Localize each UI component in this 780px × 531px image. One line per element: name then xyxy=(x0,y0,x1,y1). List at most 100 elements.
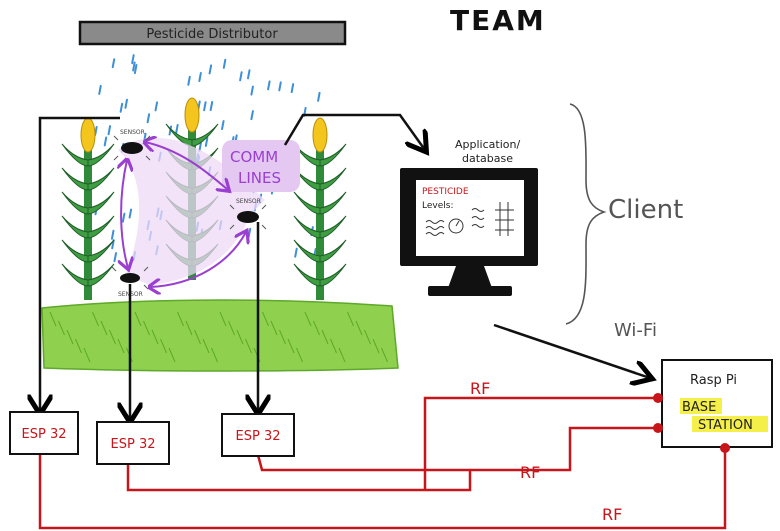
rain-drop xyxy=(187,75,191,86)
rain-drop xyxy=(250,85,254,96)
rain-drop xyxy=(239,71,243,82)
grass-stroke xyxy=(194,329,201,345)
grass-stroke xyxy=(262,311,269,327)
grass-stroke xyxy=(304,311,312,327)
sensor-1-label: SENSOR xyxy=(120,129,145,136)
rain-drop xyxy=(267,80,271,91)
grass-field xyxy=(41,299,399,372)
grass-stroke xyxy=(134,311,142,327)
rain-drop xyxy=(208,64,213,75)
rain-drop xyxy=(221,120,225,131)
grass-stroke xyxy=(75,338,82,354)
rain-drop xyxy=(247,227,252,238)
rain-drop xyxy=(222,58,227,69)
grass-stroke xyxy=(160,338,167,354)
rain-drop xyxy=(133,64,138,75)
rain-drop xyxy=(113,252,118,263)
sensor-2-label: SENSOR xyxy=(236,198,261,205)
grass-stroke xyxy=(347,311,354,327)
grass-stroke xyxy=(381,347,388,363)
esp32-node-1: ESP 32 xyxy=(9,411,79,455)
rain-drop xyxy=(110,229,115,240)
grass-stroke xyxy=(296,347,303,363)
rain-drop xyxy=(290,83,295,94)
rain-drop xyxy=(204,136,209,147)
grass-stroke xyxy=(83,347,91,363)
esp32-node-3-label: ESP 32 xyxy=(236,429,281,444)
grass-stroke xyxy=(270,320,278,336)
field-to-app-arrow xyxy=(283,113,425,150)
esp32-node-2: ESP 32 xyxy=(96,421,170,465)
app-label-1: Application/ xyxy=(455,138,520,151)
grass-stroke xyxy=(66,329,74,345)
rain-drop xyxy=(175,124,179,135)
base-station: Rasp Pi BASE STATION xyxy=(661,359,773,448)
grass-stroke xyxy=(338,347,346,363)
rain-drop xyxy=(154,101,159,112)
grass-stroke xyxy=(177,311,184,327)
rf-links xyxy=(38,396,727,530)
app-label-2: database xyxy=(462,152,513,165)
esp32-node-1-label: ESP 32 xyxy=(22,427,67,442)
grass-stroke xyxy=(49,311,57,327)
corn-plant xyxy=(61,117,115,300)
grass-stroke xyxy=(355,320,363,336)
distributor-label: Pesticide Distributor xyxy=(146,27,278,42)
grass-stroke xyxy=(364,329,371,345)
grass-stroke xyxy=(211,347,218,363)
rain-drop xyxy=(124,98,128,109)
rain-drop xyxy=(203,101,207,112)
rain-drop xyxy=(198,141,202,152)
comm-lines-label-1: COMM xyxy=(230,148,278,166)
rain-drop xyxy=(111,239,115,250)
grass-stroke xyxy=(287,338,295,354)
rain-drop xyxy=(98,84,102,95)
wifi-arrow xyxy=(493,323,650,378)
rf-endpoints xyxy=(653,393,730,453)
base-station-line-2: BASE xyxy=(682,400,716,415)
grass-stroke xyxy=(219,311,227,327)
base-station-line-1: Rasp Pi xyxy=(690,373,737,388)
rain-drop xyxy=(107,125,112,136)
grass-stroke xyxy=(313,320,320,336)
rain-drop xyxy=(128,208,133,219)
comm-lines-label-2: LINES xyxy=(238,169,281,187)
sensor-2: SENSOR xyxy=(229,198,267,230)
base-station-line-3: STATION xyxy=(698,418,753,433)
grass-stroke xyxy=(100,320,108,336)
rain-drop xyxy=(111,58,116,69)
grass-stroke xyxy=(143,320,150,336)
monitor-squiggle-icon xyxy=(425,220,445,236)
pesticide-distributor: Pesticide Distributor xyxy=(78,20,347,46)
rain-drop xyxy=(146,113,151,124)
comm-lines-network: COMM LINES xyxy=(118,138,300,287)
grass-stroke xyxy=(330,338,337,354)
wifi-label: Wi-Fi xyxy=(614,320,657,341)
grass-stroke xyxy=(151,329,159,345)
grass-stroke xyxy=(92,311,99,327)
corn-plant xyxy=(293,117,347,300)
rain-drop xyxy=(250,110,254,121)
rain-drop xyxy=(119,102,124,113)
client-label: Client xyxy=(608,195,683,225)
grass-stroke xyxy=(279,329,286,345)
rain-drop xyxy=(121,212,126,223)
rain-drop xyxy=(294,247,298,258)
client-brace xyxy=(565,103,607,325)
grass-stroke xyxy=(228,320,235,336)
rf-label-3: RF xyxy=(602,505,622,524)
grass-stroke xyxy=(185,320,193,336)
rain-drop xyxy=(209,101,214,112)
sensor-wires xyxy=(40,116,258,420)
grass-stroke xyxy=(321,329,329,345)
grass-stroke xyxy=(117,338,125,354)
rain-drop xyxy=(278,81,282,92)
grass-stroke xyxy=(202,338,210,354)
rain-drop xyxy=(132,61,136,72)
rf-label-1: RF xyxy=(470,379,490,398)
rain-drop xyxy=(198,72,202,83)
grass-stroke xyxy=(168,347,176,363)
grass-stroke xyxy=(58,320,65,336)
monitor: PESTICIDE Levels: xyxy=(400,168,538,296)
monitor-wave-icon xyxy=(471,208,485,228)
